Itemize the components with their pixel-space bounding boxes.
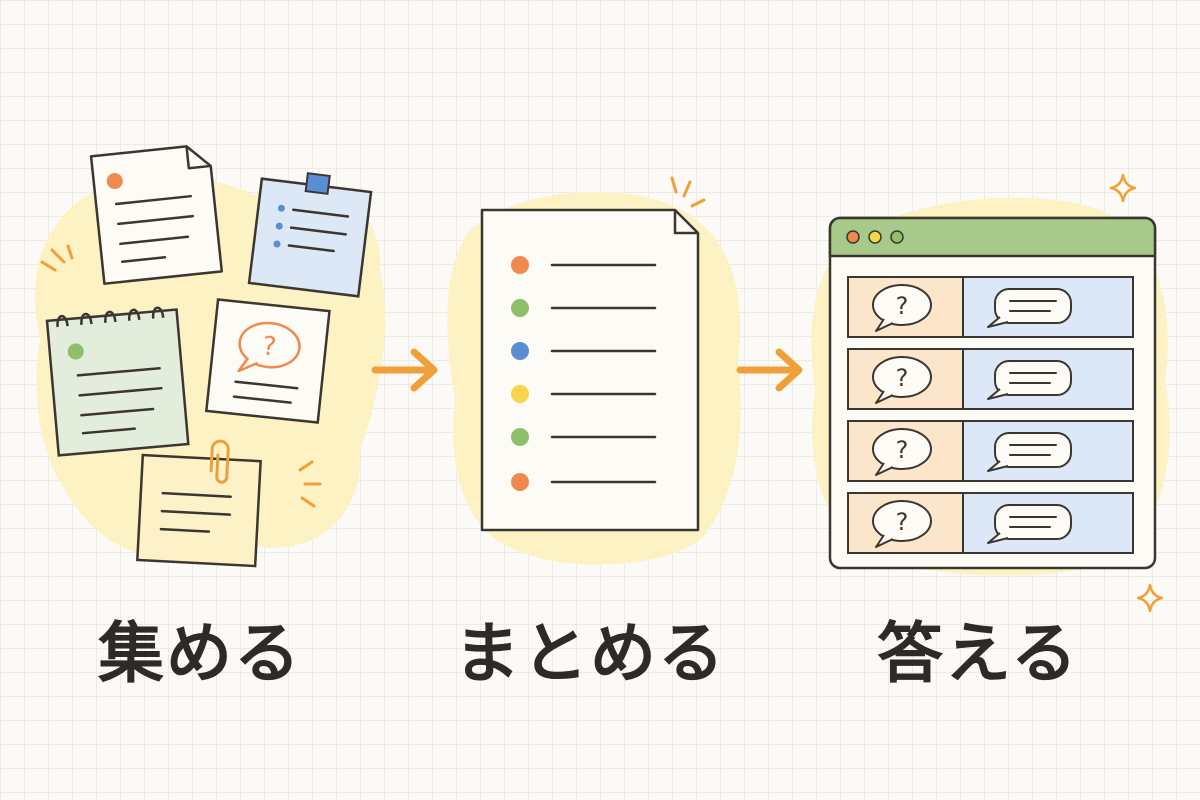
window-close-dot bbox=[846, 230, 860, 244]
list-dot bbox=[511, 256, 529, 274]
accent-dashes-right bbox=[298, 460, 322, 508]
window-minimize-dot bbox=[868, 230, 882, 244]
accent-dashes-top bbox=[670, 176, 706, 208]
question-card: ? bbox=[204, 298, 331, 424]
qa-row: ? bbox=[847, 276, 1134, 338]
question-mark-text: ? bbox=[896, 508, 909, 536]
step-label-organize: まとめる bbox=[454, 615, 726, 692]
question-mark-text: ? bbox=[261, 331, 278, 362]
list-dot bbox=[511, 342, 529, 360]
step-label-collect: 集める bbox=[98, 615, 302, 692]
accent-dashes-left bbox=[40, 244, 74, 272]
list-dot bbox=[511, 299, 529, 317]
yellow-note-icon bbox=[135, 439, 262, 568]
question-bubble-icon: ? bbox=[872, 284, 932, 332]
arrow-right-icon bbox=[736, 348, 803, 392]
clip-icon bbox=[209, 439, 230, 484]
qa-row-border bbox=[847, 420, 1134, 482]
question-mark-text: ? bbox=[896, 292, 909, 320]
sticky-note-icon bbox=[247, 172, 373, 298]
qa-row-list: ???? bbox=[847, 276, 1134, 554]
qa-row-border bbox=[847, 348, 1134, 410]
qa-row-border bbox=[847, 492, 1134, 554]
notepad-icon bbox=[45, 306, 190, 457]
browser-window-icon: ???? bbox=[828, 216, 1157, 570]
list-dot bbox=[511, 473, 529, 491]
qa-row: ? bbox=[847, 348, 1134, 410]
answer-bubble-icon bbox=[987, 504, 1072, 544]
window-maximize-dot bbox=[890, 230, 904, 244]
list-dot bbox=[511, 385, 529, 403]
sparkle-icon bbox=[1109, 173, 1137, 203]
answer-bubble-icon bbox=[987, 288, 1072, 328]
question-mark-text: ? bbox=[896, 436, 909, 464]
question-bubble-icon: ? bbox=[872, 356, 932, 404]
step-label-answer: 答える bbox=[876, 615, 1080, 692]
question-bubble-icon: ? bbox=[237, 321, 301, 373]
document-icon bbox=[89, 145, 224, 285]
question-bubble-icon: ? bbox=[872, 500, 932, 548]
qa-row: ? bbox=[847, 420, 1134, 482]
list-dot bbox=[511, 428, 529, 446]
qa-row: ? bbox=[847, 492, 1134, 554]
sparkle-icon bbox=[1136, 583, 1164, 613]
qa-row-border bbox=[847, 276, 1134, 338]
question-mark-text: ? bbox=[896, 364, 909, 392]
question-bubble-icon: ? bbox=[872, 428, 932, 476]
answer-bubble-icon bbox=[987, 432, 1072, 472]
arrow-right-icon bbox=[371, 348, 438, 392]
list-document-icon bbox=[480, 208, 700, 532]
answer-bubble-icon bbox=[987, 360, 1072, 400]
